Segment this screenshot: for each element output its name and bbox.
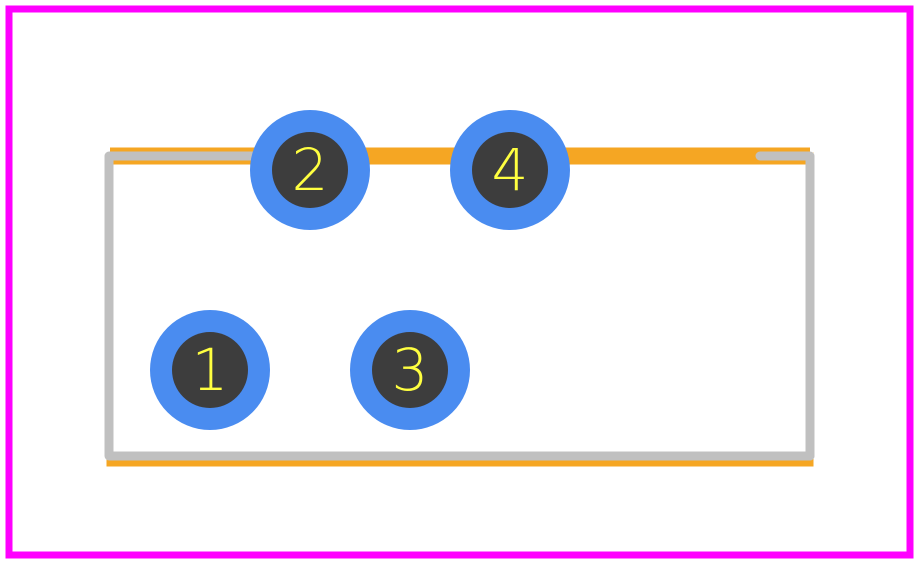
pad-3: 3 [350,310,470,430]
pad-number-label: 3 [392,336,429,404]
pad-2: 2 [250,110,370,230]
pads-group: 1 2 3 4 [150,110,570,430]
pad-drill-hole [272,132,348,208]
pad-drill-hole [372,332,448,408]
pad-drill-hole [172,332,248,408]
pad-number-label: 2 [292,136,329,204]
pad-4: 4 [450,110,570,230]
pad-1: 1 [150,310,270,430]
pad-drill-hole [472,132,548,208]
silkscreen-right-segment [755,151,815,461]
pad-number-label: 4 [492,136,529,204]
courtyard-outline [5,5,914,559]
silkscreen-left-segment [104,151,815,461]
silkscreen-outline [104,151,815,461]
pad-number-label: 1 [192,336,229,404]
